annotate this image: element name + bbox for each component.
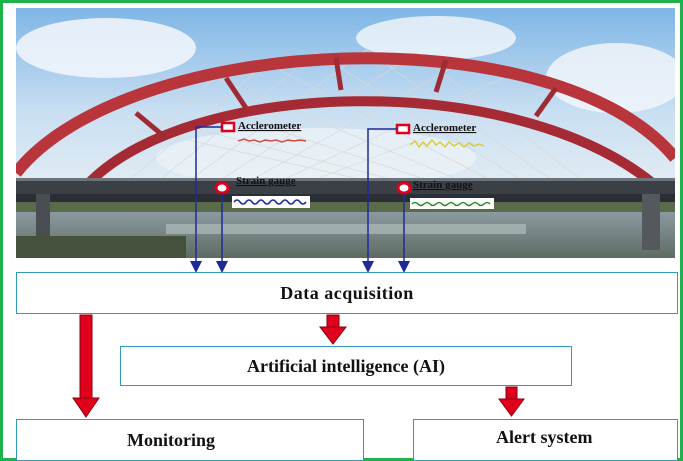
- cloud: [356, 16, 516, 60]
- data-acquisition-label: Data acquisition: [280, 282, 414, 303]
- cloud: [16, 18, 196, 78]
- bridge-arch-outer: [16, 52, 675, 177]
- pier-right: [642, 194, 660, 250]
- monitoring-box: Monitoring: [16, 419, 364, 461]
- near-bank-left: [16, 236, 186, 258]
- bridge-deck: [16, 180, 675, 194]
- river-highlight: [166, 224, 526, 234]
- alert-system-label: Alert system: [496, 426, 593, 447]
- ai-label: Artificial intelligence (AI): [247, 355, 445, 376]
- bridge-photo: [16, 8, 675, 258]
- deck-underside: [16, 194, 675, 202]
- arch-bracing: [134, 57, 559, 140]
- data-acquisition-box: Data acquisition: [16, 272, 678, 314]
- bridge-arch-inner: [82, 96, 660, 190]
- alert-system-box: Alert system: [413, 419, 678, 461]
- ai-box: Artificial intelligence (AI): [120, 346, 572, 386]
- pier-left: [36, 194, 50, 242]
- monitoring-label: Monitoring: [127, 429, 215, 450]
- deck-rail: [16, 178, 675, 181]
